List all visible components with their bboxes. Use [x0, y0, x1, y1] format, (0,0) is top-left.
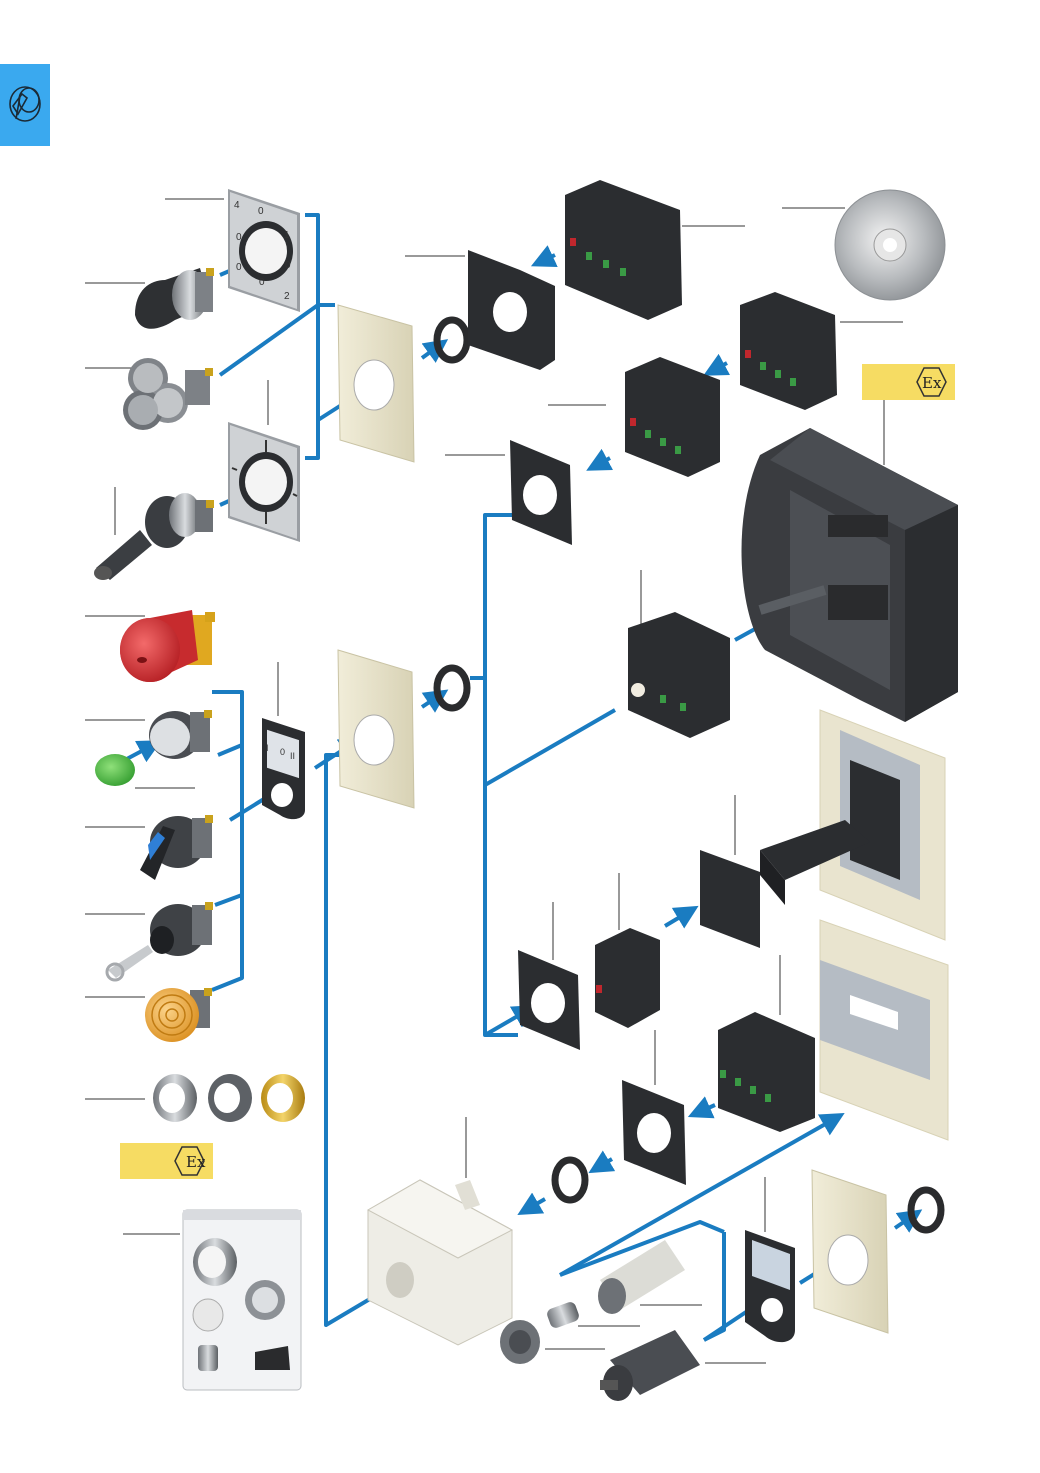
illuminated-pushbutton-operator [149, 710, 212, 759]
selector-switch-operator [135, 268, 214, 329]
lamp-holder [598, 1240, 685, 1314]
front-panel-cutout-2 [337, 649, 415, 809]
contact-block-stack-right [740, 292, 837, 410]
base-mount-bracket [700, 709, 946, 948]
scale-number: 2 [284, 291, 290, 302]
callout-lines [85, 198, 903, 1364]
enclosure-housing [741, 428, 958, 722]
potentiometer [600, 1330, 700, 1401]
bezel-rings [153, 1074, 305, 1122]
arrows [109, 245, 923, 1342]
scale-number: 0 [258, 206, 264, 217]
selector-legend-plate-numbered: 4 0 1 0 0 0 0 2 [228, 189, 300, 312]
contact-block-stack-lower [718, 1012, 815, 1132]
ex-badge-right: Ex [862, 364, 955, 400]
scale-number: 4 [234, 200, 240, 211]
key-switch-operator [105, 902, 213, 982]
contact-block-with-led [628, 612, 730, 738]
ex-badge-left: Ex [120, 1143, 213, 1179]
emergency-stop-operator [120, 610, 215, 682]
front-panel-cutout-1 [337, 304, 415, 463]
fixing-nuts [433, 316, 945, 1234]
ex-symbol: Ex [922, 374, 942, 392]
selector-switch-icon [9, 86, 41, 122]
legend-text: II [290, 751, 295, 761]
scale-number: 0 [285, 260, 291, 271]
contact-block-stack-middle [625, 357, 720, 477]
contact-block-single [595, 928, 660, 1028]
section-tab [0, 64, 50, 146]
adapter-cutouts [493, 292, 671, 1153]
software-cd [834, 189, 946, 301]
led-bulb [547, 1302, 579, 1328]
ex-symbol: Ex [186, 1153, 206, 1171]
amber-pilot-light [145, 988, 212, 1042]
scale-number: 0 [236, 262, 242, 273]
contact-block-stack-top [565, 180, 682, 320]
joystick-legend-plate [228, 422, 300, 542]
lens-cap [500, 1320, 540, 1364]
green-lens [95, 754, 135, 786]
legend-plate-holder-lower [745, 1230, 795, 1343]
front-panel-cutout-3 [811, 1169, 889, 1334]
scale-number: 0 [236, 232, 242, 243]
blue-selector-operator [140, 815, 213, 880]
surface-mount-enclosure [366, 1179, 514, 1346]
din-rail [819, 919, 949, 1141]
joystick-operator [94, 493, 214, 580]
scale-number: 1 [284, 230, 290, 241]
connection-lines [211, 213, 726, 1342]
legend-text: 0 [280, 747, 285, 757]
legend-text: I [266, 743, 269, 753]
legend-plate-holder: I 0 II [262, 718, 305, 820]
accessory-kit-bag [182, 1209, 302, 1391]
scale-number: 0 [259, 277, 265, 288]
triple-pushbutton-operator [123, 358, 213, 430]
